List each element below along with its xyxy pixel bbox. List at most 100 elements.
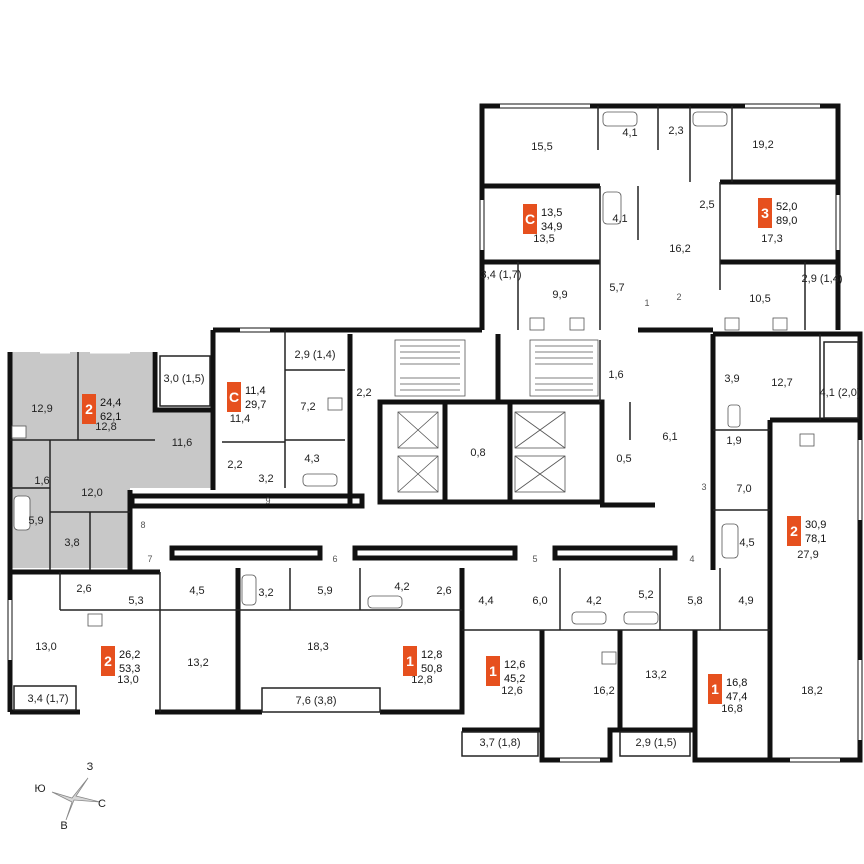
badge-living-area: 16,8: [726, 677, 747, 689]
badge-rooms-box: [708, 674, 722, 704]
door-mark: 2: [676, 292, 681, 302]
apartment-badge[interactable]: 2 30,9 78,1: [787, 516, 826, 546]
room-area: 4,1: [612, 213, 627, 225]
room-area: 4,5: [189, 585, 204, 597]
room-area: 27,9: [797, 549, 818, 561]
door-mark: 9: [265, 496, 270, 506]
room-area: 3,4 (1,7): [481, 269, 522, 281]
room-area: 13,2: [187, 657, 208, 669]
apartment-badge[interactable]: 3 52,0 89,0: [758, 198, 797, 228]
badge-total-area: 89,0: [776, 215, 797, 227]
room-area: 5,9: [28, 515, 43, 527]
badge-rooms-box: [82, 394, 96, 424]
badge-total-area: 34,9: [541, 221, 562, 233]
room-area: 19,2: [752, 139, 773, 151]
door-mark: 8: [140, 520, 145, 530]
room-area: 3,2: [258, 587, 273, 599]
balconies: [13, 341, 859, 757]
room-area: 2,2: [227, 459, 242, 471]
room-area: 16,2: [669, 243, 690, 255]
badge-rooms: C: [229, 389, 239, 405]
door-mark: 5: [532, 554, 537, 564]
badge-rooms: 1: [489, 663, 497, 679]
room-area: 1,9: [726, 435, 741, 447]
room-area: 10,5: [749, 293, 770, 305]
apartment-badge[interactable]: 2 26,2 53,3: [101, 646, 140, 676]
room-area: 18,2: [801, 685, 822, 697]
room-area: 4,1: [622, 127, 637, 139]
room-area-labels: 15,5 4,1 2,3 19,2 13,5 4,1 2,5 17,3 16,2…: [28, 125, 861, 749]
compass-south: В: [60, 820, 67, 832]
badge-total-area: 50,8: [421, 663, 442, 675]
badge-total-area: 53,3: [119, 663, 140, 675]
door-mark: 3: [701, 482, 706, 492]
room-area: 2,3: [668, 125, 683, 137]
badge-rooms: 2: [85, 401, 93, 417]
room-area: 5,3: [128, 595, 143, 607]
compass-north: З: [87, 761, 94, 773]
room-area: 7,0: [736, 483, 751, 495]
room-area: 4,1 (2,0): [820, 387, 861, 399]
apartment-badge[interactable]: C 13,5 34,9: [523, 204, 562, 234]
badge-rooms-box: [787, 516, 801, 546]
room-area: 12,0: [81, 487, 102, 499]
apartment-badge[interactable]: 1 16,8 47,4: [708, 674, 747, 704]
room-area: 15,5: [531, 141, 552, 153]
room-area: 3,4 (1,7): [28, 693, 69, 705]
room-area: 1,6: [34, 475, 49, 487]
room-area: 7,6 (3,8): [296, 695, 337, 707]
badge-rooms: 3: [761, 205, 769, 221]
apartment-badge[interactable]: 2 24,4 62,1: [82, 394, 121, 424]
apartment-badges: 2 24,4 62,1 C 11,4 29,7 C 13,5 34,9 3 52…: [82, 198, 826, 704]
badge-living-area: 13,5: [541, 207, 562, 219]
badge-rooms-box: [758, 198, 772, 228]
room-area: 0,5: [616, 453, 631, 465]
badge-rooms-box: [523, 204, 537, 234]
room-area: 12,9: [31, 403, 52, 415]
badge-living-area: 12,8: [421, 649, 442, 661]
door-markers: 1 2 3 4 5 6 7 8 9: [140, 292, 706, 564]
badge-rooms: 1: [406, 653, 414, 669]
room-area: 5,9: [317, 585, 332, 597]
room-area: 2,5: [699, 199, 714, 211]
apartment-badge[interactable]: 1 12,8 50,8: [403, 646, 442, 676]
room-area: 16,2: [593, 685, 614, 697]
highlighted-apartment-area[interactable]: [10, 352, 213, 568]
badge-total-area: 47,4: [726, 691, 747, 703]
compass-star-icon: [51, 777, 101, 821]
door-mark: 4: [689, 554, 694, 564]
apartment-badge[interactable]: C 11,4 29,7: [227, 382, 266, 412]
badge-rooms: 1: [711, 681, 719, 697]
room-area: 5,2: [638, 589, 653, 601]
room-area: 6,1: [662, 431, 677, 443]
badge-total-area: 78,1: [805, 533, 826, 545]
apartment-badge[interactable]: 1 12,6 45,2: [486, 656, 525, 686]
badge-total-area: 45,2: [504, 673, 525, 685]
room-area: 2,6: [76, 583, 91, 595]
badge-living-area: 11,4: [245, 385, 266, 397]
badge-rooms: C: [525, 211, 535, 227]
room-area: 3,0 (1,5): [164, 373, 205, 385]
room-area: 2,6: [436, 585, 451, 597]
room-area: 18,3: [307, 641, 328, 653]
badge-rooms: 2: [790, 523, 798, 539]
room-area: 1,6: [608, 369, 623, 381]
room-area: 17,3: [761, 233, 782, 245]
bathroom-fixtures: [11, 111, 815, 665]
room-area: 4,9: [738, 595, 753, 607]
badge-total-area: 29,7: [245, 399, 266, 411]
room-area: 11,6: [172, 437, 193, 449]
room-area: 9,9: [552, 289, 567, 301]
compass: З Ю С В: [34, 761, 106, 832]
door-mark: 7: [147, 554, 152, 564]
room-area: 12,6: [501, 685, 522, 697]
badge-rooms: 2: [104, 653, 112, 669]
room-area: 4,4: [478, 595, 493, 607]
room-area: 12,8: [95, 421, 116, 433]
room-area: 6,0: [532, 595, 547, 607]
badge-living-area: 30,9: [805, 519, 826, 531]
room-area: 13,2: [645, 669, 666, 681]
room-area: 13,0: [35, 641, 56, 653]
room-area: 4,5: [739, 537, 754, 549]
